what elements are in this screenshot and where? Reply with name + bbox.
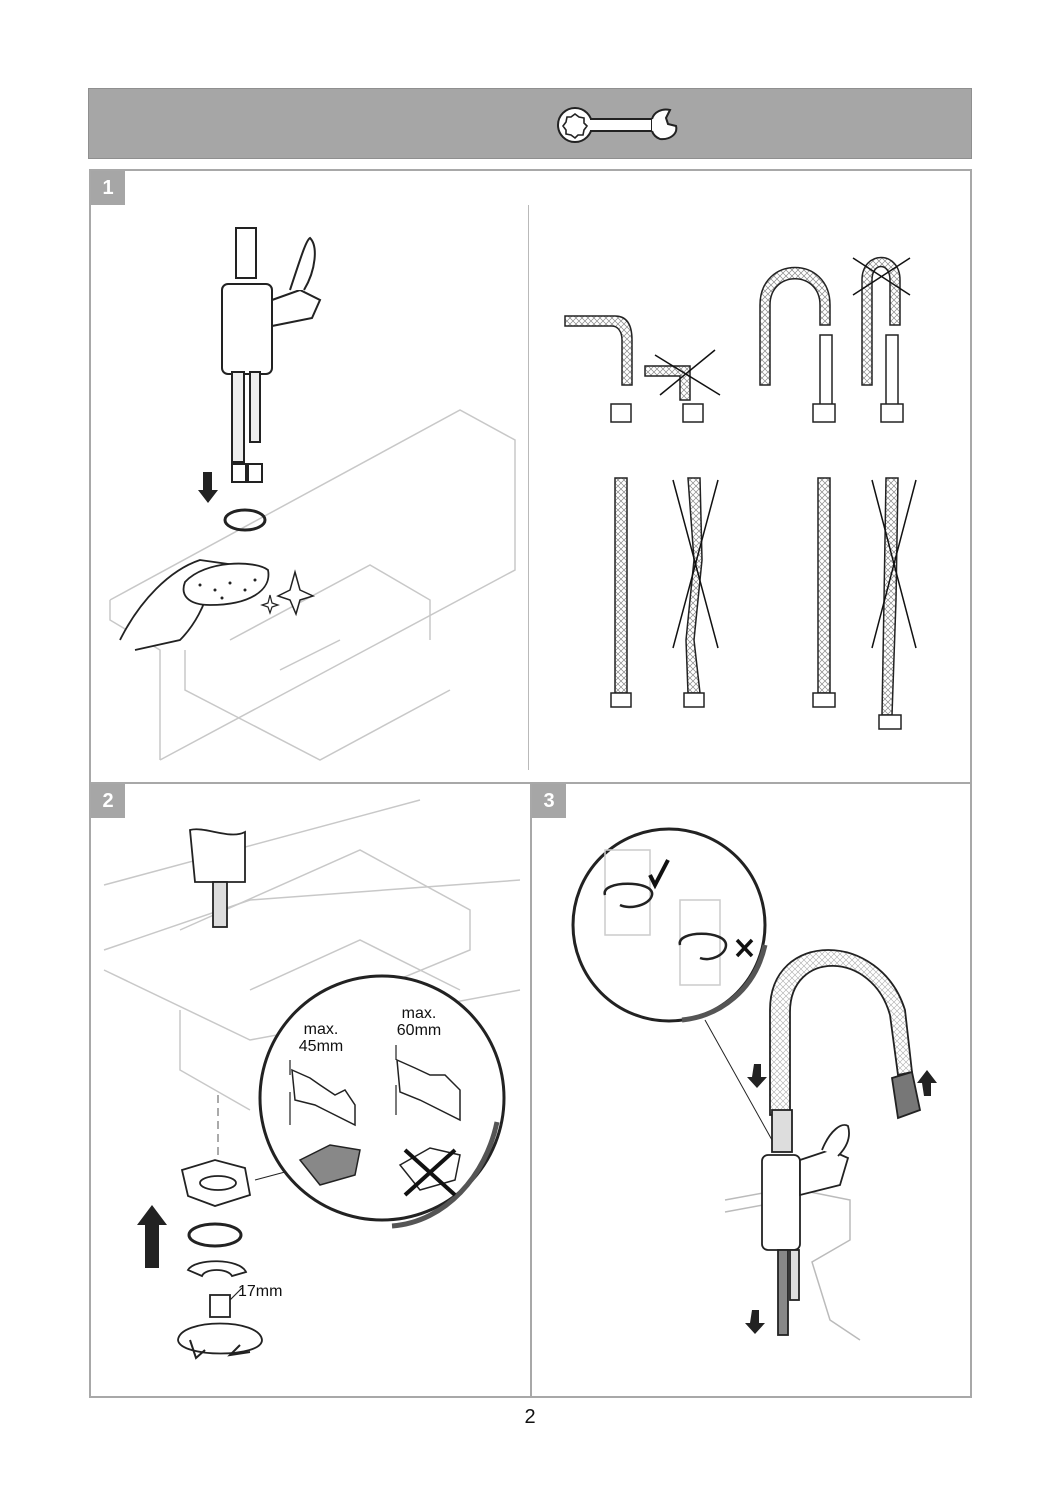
- wrench-icon: [557, 107, 678, 143]
- max-label-2: max.: [401, 1005, 437, 1022]
- wrench-size-label: 17mm: [238, 1283, 283, 1300]
- step-number-badge: 3: [532, 784, 566, 818]
- page-number: 2: [524, 1406, 536, 1428]
- header-bar: [88, 88, 972, 159]
- step-number-badge: 2: [91, 784, 125, 818]
- panel-divider: [528, 205, 529, 770]
- dimension-label-45mm: 45mm: [298, 1038, 344, 1055]
- step-number-badge: 1: [91, 171, 125, 205]
- max-label-1: max.: [303, 1021, 339, 1038]
- dimension-label-60mm: 60mm: [396, 1022, 442, 1039]
